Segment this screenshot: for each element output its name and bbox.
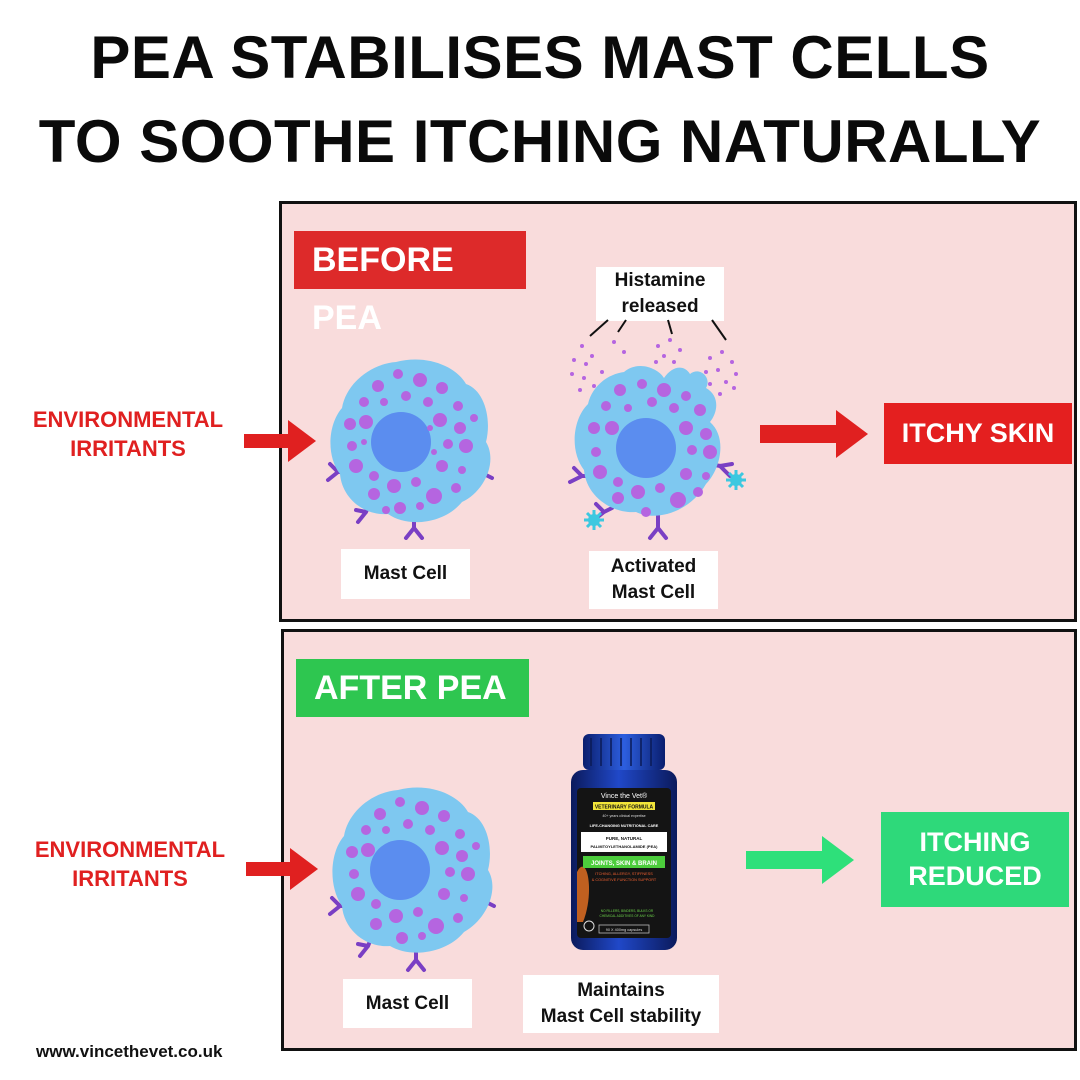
before-irritant-line-1: ENVIRONMENTAL: [32, 407, 224, 432]
bottle-benefits: JOINTS, SKIN & BRAIN: [591, 861, 657, 867]
after-irritant-line-1: ENVIRONMENTAL: [34, 837, 226, 862]
before-result-arrow: [760, 410, 868, 458]
bottle-ingredient-2: PALMITOYLETHANOLAMIDE (PEA): [591, 844, 659, 849]
recycle-icon: [583, 920, 595, 932]
bottle-formula: VETERINARY FORMULA: [595, 805, 654, 811]
histamine-pointer-lines: [589, 319, 727, 341]
bottle-nofillers-2: CHEMICAL ADDITIVES OF ANY KIND: [600, 914, 656, 918]
website-url: www.vincethevet.co.uk: [36, 1042, 223, 1061]
bottle-ingredient-1: PURE, NATURAL: [606, 836, 643, 841]
maintains-stability-label: Maintains Mast Cell stability: [523, 975, 719, 1033]
before-pea-tag: BEFORE PEA: [294, 231, 526, 337]
title-line-2: TO SOOTHE ITCHING NATURALLY: [38, 108, 1042, 175]
after-irritant-line-2: IRRITANTS: [72, 865, 188, 891]
after-irritant-label: ENVIRONMENTAL IRRITANTS: [20, 836, 240, 893]
before-irritant-line-2: IRRITANTS: [70, 435, 186, 461]
bottle-tagline: LIFE-CHANGING NUTRITIONAL CARE: [590, 824, 659, 828]
before-irritant-arrow: [244, 420, 316, 462]
mast-cell-label-before: Mast Cell: [341, 549, 470, 599]
histamine-released-label: Histamine released: [596, 267, 724, 321]
allergen-particle-icon: [584, 470, 746, 530]
after-result-arrow: [746, 836, 854, 884]
mast-cell-label-after: Mast Cell: [343, 979, 472, 1028]
itchy-skin-box: ITCHY SKIN: [884, 403, 1072, 464]
activated-mast-cell-label: Activated Mast Cell: [589, 551, 718, 609]
title-line-1: PEA STABILISES MAST CELLS: [90, 24, 990, 91]
bottle-support-2: & COGNITIVE FUNCTION SUPPORT: [592, 878, 657, 882]
mast-cell-resting-after: [328, 787, 496, 972]
mast-cell-resting-before: [326, 359, 494, 540]
before-irritant-label: ENVIRONMENTAL IRRITANTS: [18, 406, 238, 463]
bottle-capsules: 90 X 400mg capsules: [606, 928, 643, 932]
histamine-particles: [570, 338, 738, 396]
after-irritant-arrow: [246, 848, 318, 890]
bottle-nofillers-1: NO FILLERS, BINDERS, BULKS OR: [601, 909, 654, 913]
itching-reduced-box: ITCHING REDUCED: [881, 812, 1069, 907]
bottle-support-1: ITCHING, ALLERGY, STIFFNESS: [595, 872, 653, 876]
mast-cell-activated: [568, 319, 746, 540]
after-pea-tag: AFTER PEA: [296, 659, 529, 717]
pea-supplement-bottle: Vince the Vet® VETERINARY FORMULA 40+ ye…: [571, 734, 677, 950]
bottle-expertise: 40+ years clinical expertise: [602, 814, 645, 818]
bottle-brand: Vince the Vet®: [601, 792, 648, 800]
